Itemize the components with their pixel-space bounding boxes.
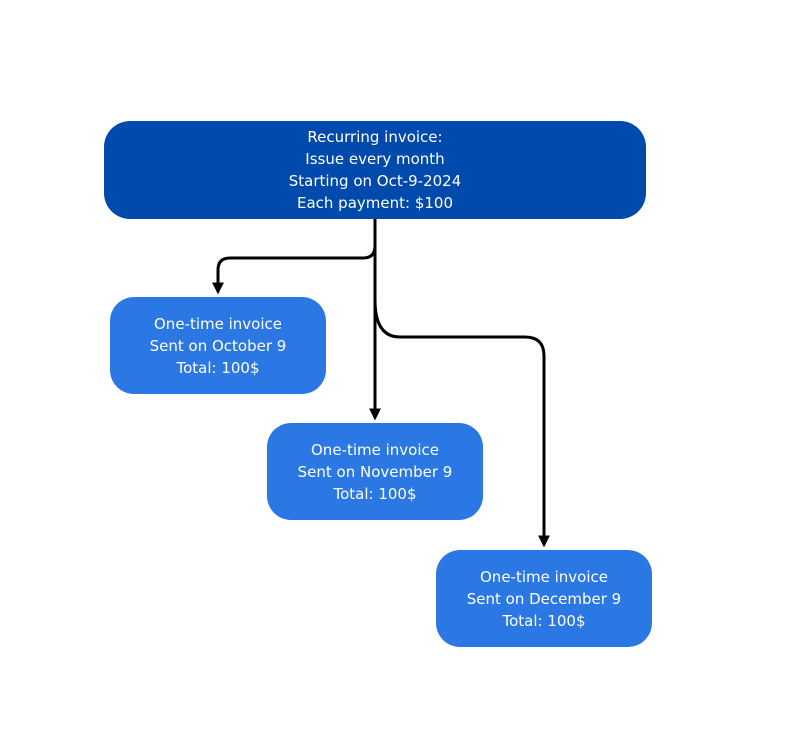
invoice-sent-date: Sent on December 9 bbox=[466, 589, 622, 608]
connector-to-december-invoice bbox=[373, 299, 550, 548]
invoice-total: Total: 100$ bbox=[176, 358, 260, 377]
invoice-total: Total: 100$ bbox=[333, 484, 417, 503]
invoice-total: Total: 100$ bbox=[502, 611, 586, 630]
recurring-invoice-payment: Each payment: $100 bbox=[296, 194, 453, 212]
invoice-type-label: One-time invoice bbox=[311, 440, 439, 459]
recurring-invoice-frequency: Issue every month bbox=[305, 150, 445, 168]
invoice-sent-date: Sent on November 9 bbox=[297, 462, 453, 481]
october-invoice-node: One-time invoice Sent on October 9 Total… bbox=[110, 297, 326, 394]
connector-to-october-invoice bbox=[212, 219, 377, 295]
december-invoice-node: One-time invoice Sent on December 9 Tota… bbox=[436, 550, 652, 647]
recurring-invoice-title: Recurring invoice: bbox=[307, 128, 443, 146]
recurring-invoice-start-date: Starting on Oct-9-2024 bbox=[288, 172, 462, 190]
invoice-sent-date: Sent on October 9 bbox=[149, 336, 287, 355]
recurring-invoice-node: Recurring invoice: Issue every month Sta… bbox=[104, 121, 646, 219]
invoice-type-label: One-time invoice bbox=[480, 567, 608, 586]
invoice-type-label: One-time invoice bbox=[154, 314, 282, 333]
november-invoice-node: One-time invoice Sent on November 9 Tota… bbox=[267, 423, 483, 520]
